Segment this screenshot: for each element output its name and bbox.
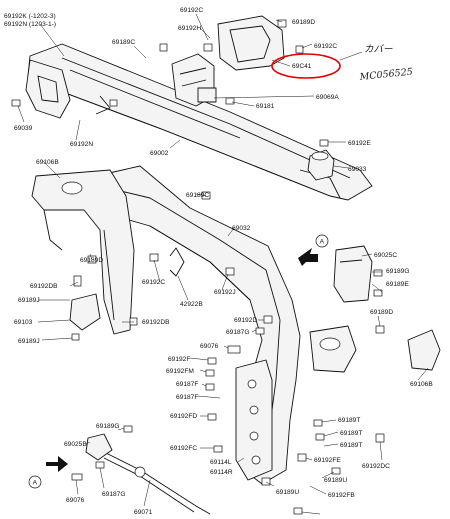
label-69189d-r: 69189D bbox=[370, 309, 393, 316]
part-labels: 69192K (-1202-3) 69192N (1203-1-) 69189C… bbox=[4, 7, 433, 516]
mount-plate-69192 bbox=[309, 325, 357, 373]
clip-42922b bbox=[169, 247, 185, 277]
label-69114r: 69114R bbox=[210, 469, 233, 476]
label-69187g: 69187G bbox=[226, 329, 249, 336]
label-69189u-b: 69189U bbox=[276, 489, 299, 496]
label-69002: 69002 bbox=[150, 150, 169, 157]
label-69189t-3: 69189T bbox=[340, 442, 362, 449]
callout-a-upper-label: A bbox=[320, 239, 325, 246]
label-69192fb: 69192FB bbox=[328, 492, 355, 499]
label-69106b: 69106B bbox=[36, 159, 59, 166]
plate-69114 bbox=[235, 359, 273, 481]
hand-note-line2: MC056525 bbox=[358, 66, 413, 83]
callout-a-lower: A bbox=[28, 456, 68, 489]
bracket-69025c bbox=[333, 245, 373, 303]
label-69192db: 69192DB bbox=[30, 283, 58, 290]
label-69103: 69103 bbox=[14, 319, 33, 326]
label-69192db-b: 69192DB bbox=[142, 319, 170, 326]
bracket-69069a bbox=[171, 15, 285, 107]
label-69192f: 69192F bbox=[168, 356, 190, 363]
label-69192d: 69192D bbox=[234, 317, 257, 324]
handwritten-note: カバー MC056525 bbox=[358, 44, 413, 83]
label-69032: 69032 bbox=[232, 225, 251, 232]
label-69192fm: 69192FM bbox=[166, 368, 194, 375]
label-69181: 69181 bbox=[256, 103, 275, 110]
label-69192h: 69192H bbox=[178, 25, 201, 32]
label-69192j: 69192J bbox=[214, 289, 236, 296]
link-69071 bbox=[85, 433, 211, 515]
bracket-69103 bbox=[69, 293, 101, 331]
label-69189g: 69189G bbox=[386, 268, 409, 275]
label-69187f-1: 69187F bbox=[176, 381, 198, 388]
annotation-leader bbox=[339, 51, 363, 61]
mount-69033 bbox=[307, 149, 335, 181]
label-69033: 69033 bbox=[348, 166, 367, 173]
clip-69106b-right bbox=[407, 329, 441, 371]
label-69187f-2: 69187F bbox=[176, 394, 198, 401]
label-69071: 69071 bbox=[134, 509, 153, 516]
label-69192c-r: 69192C bbox=[314, 43, 337, 50]
label-69069a: 69069A bbox=[316, 94, 339, 101]
label-69192fd: 69192FD bbox=[170, 413, 197, 420]
label-69192dc: 69192DC bbox=[362, 463, 390, 470]
label-69189t-2: 69189T bbox=[340, 430, 362, 437]
label-69189d-l: 69189D bbox=[80, 257, 103, 264]
label-69106b-r: 69106B bbox=[410, 381, 433, 388]
label-69189t-1: 69189T bbox=[338, 417, 360, 424]
label-69187g-b: 69187G bbox=[102, 491, 125, 498]
label-69189d-top: 69189D bbox=[292, 19, 315, 26]
callout-a-lower-label: A bbox=[33, 480, 38, 487]
label-69189j-2: 69189J bbox=[18, 338, 40, 345]
frame-69106b bbox=[31, 169, 135, 335]
leader-lines bbox=[17, 13, 429, 515]
label-69192fc: 69192FC bbox=[170, 445, 197, 452]
label-69c41: 69C41 bbox=[292, 63, 312, 70]
label-69189c-a: 69189C bbox=[112, 39, 135, 46]
callout-a-upper: A bbox=[298, 234, 329, 266]
end-bracket-69039 bbox=[25, 59, 71, 119]
label-69076-m: 69076 bbox=[200, 343, 219, 350]
label-42922b: 42922B bbox=[180, 301, 203, 308]
label-69189g-l: 69189G bbox=[96, 423, 119, 430]
label-69192n: 69192N bbox=[70, 141, 93, 148]
label-69189e: 69189E bbox=[386, 281, 409, 288]
label-69025b: 69025B bbox=[64, 441, 87, 448]
label-69192k: 69192K (-1202-3) bbox=[4, 13, 56, 20]
label-69189c-m: 69189C bbox=[186, 192, 209, 199]
label-69192c-top: 69192C bbox=[180, 7, 203, 14]
label-69076-b: 69076 bbox=[66, 497, 85, 504]
label-69192n-top: 69192N (1203-1-) bbox=[4, 21, 56, 28]
label-69025c-r: 69025C bbox=[374, 252, 397, 259]
highlight-ring bbox=[271, 53, 341, 79]
label-69189j-1: 69189J bbox=[18, 297, 40, 304]
label-69192e-r: 69192E bbox=[348, 140, 371, 147]
label-69192c-m: 69192C bbox=[142, 279, 165, 286]
label-69189u: 69189U bbox=[324, 477, 347, 484]
label-69192fe: 69192FE bbox=[314, 457, 341, 464]
hand-note-line1: カバー bbox=[364, 44, 393, 55]
label-69039: 69039 bbox=[14, 125, 33, 132]
label-69114l: 69114L bbox=[210, 459, 232, 466]
